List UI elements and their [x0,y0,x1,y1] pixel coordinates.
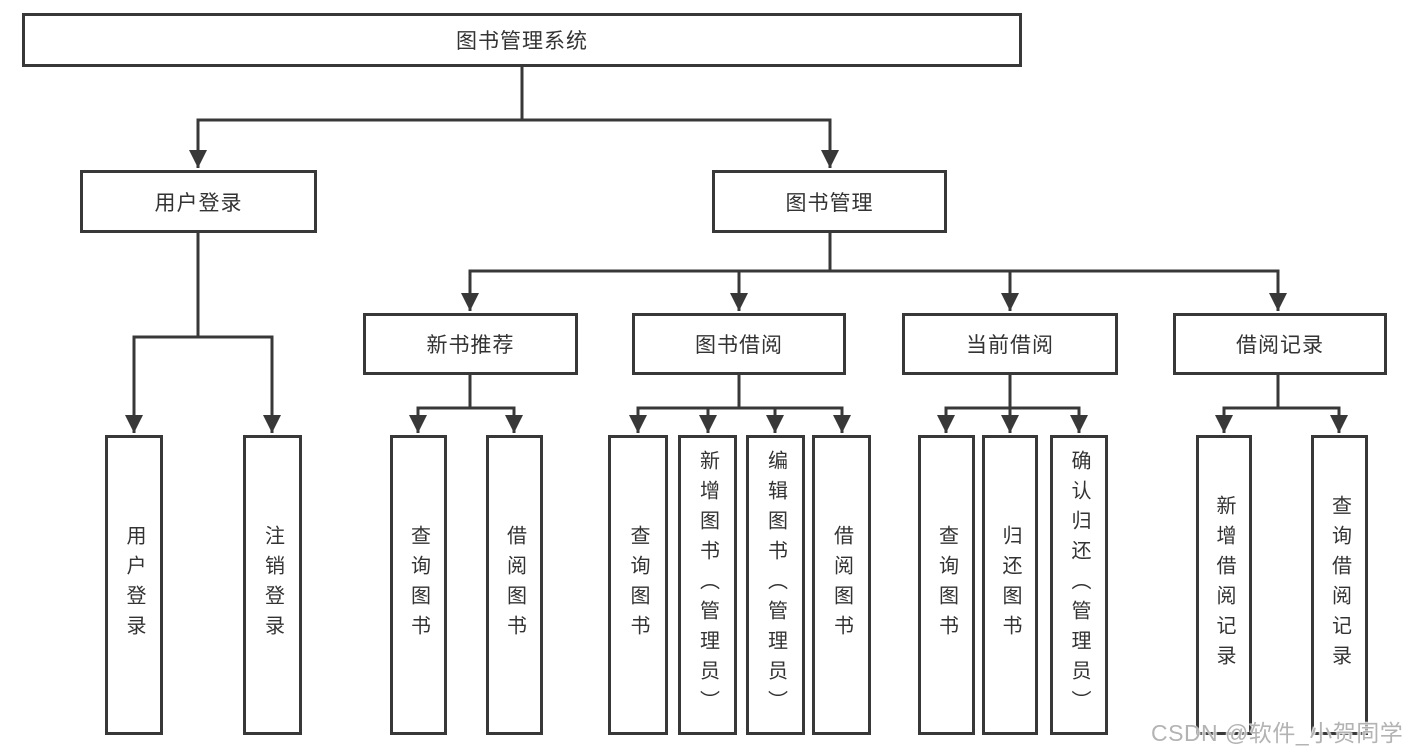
node-borrow-books: 借阅图书 [812,435,871,735]
node-library-management-system: 图书管理系统 [22,13,1022,67]
node-label: 归还图书 [999,525,1021,645]
node-return-books: 归还图书 [982,435,1038,735]
node-confirm-return-admin: 确认归还（管理员） [1050,435,1108,735]
node-label: 查询图书 [407,525,430,645]
node-user-login: 用户登录 [80,170,317,233]
connector-root-to-level2 [189,65,839,168]
node-book-management: 图书管理 [712,170,947,233]
connector-current-borrow-to-children [937,373,1088,433]
node-label: 注销登录 [261,525,284,645]
connector-new-book-to-children [409,373,523,433]
node-query-books-recommend: 查询图书 [390,435,447,735]
node-borrowing-records: 借阅记录 [1173,313,1387,375]
connector-book-mgmt-to-modules [461,231,1287,311]
node-new-book-recommend: 新书推荐 [363,313,578,375]
node-label: 编辑图书（管理员） [764,450,787,720]
node-label: 借阅图书 [503,525,526,645]
node-add-borrow-record: 新增借阅记录 [1196,435,1252,735]
node-user-login-leaf: 用户登录 [105,435,163,735]
node-edit-books-admin: 编辑图书（管理员） [746,435,805,735]
connector-book-borrow-to-children [629,373,851,433]
node-label: 查询图书 [935,525,958,645]
node-label: 新增借阅记录 [1213,495,1235,675]
node-label: 查询借阅记录 [1328,495,1351,675]
connector-user-login-to-children [125,231,281,433]
node-label: 用户登录 [123,525,145,645]
node-label: 查询图书 [627,525,649,645]
node-query-borrow-record: 查询借阅记录 [1311,435,1368,735]
node-query-books-borrow: 查询图书 [608,435,668,735]
node-add-books-admin: 新增图书（管理员） [678,435,737,735]
node-query-books-current: 查询图书 [918,435,975,735]
node-label: 确认归还（管理员） [1068,450,1090,720]
node-book-borrowing: 图书借阅 [632,313,846,375]
csdn-watermark: CSDN @软件_小贺同学 [1151,720,1404,746]
connector-borrow-record-to-children [1215,373,1348,433]
node-borrow-books-recommend: 借阅图书 [486,435,543,735]
node-label: 新增图书（管理员） [696,450,719,720]
node-label: 借阅图书 [830,525,853,645]
node-logout: 注销登录 [243,435,302,735]
node-current-borrowing: 当前借阅 [902,313,1118,375]
